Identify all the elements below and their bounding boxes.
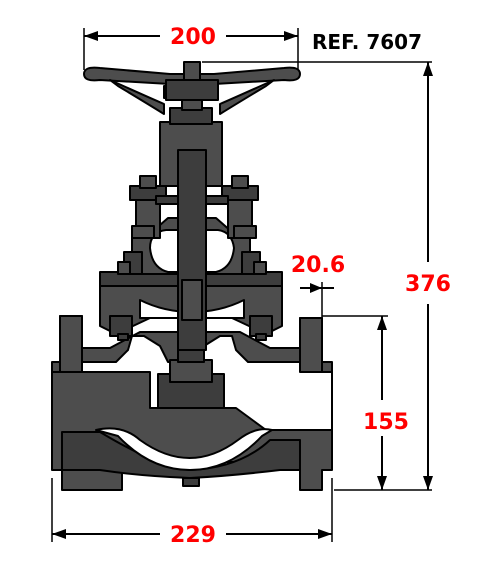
dimension-flange-thickness-label: 20.6 [291, 253, 345, 278]
dimension-overall-height-label: 376 [405, 272, 451, 297]
handwheel [83, 61, 301, 115]
dimension-face-to-face-label: 229 [170, 523, 216, 548]
dimension-face-to-face: 229 [51, 478, 333, 548]
dimension-center-height-label: 155 [363, 410, 409, 435]
dimension-handwheel: 200 [83, 25, 299, 70]
left-flange [59, 315, 83, 373]
dimension-handwheel-label: 200 [170, 25, 216, 50]
stem [159, 85, 223, 351]
reference-label: REF. 7607 [312, 30, 422, 54]
dimension-flange-thickness: 20.6 [291, 253, 345, 318]
dimension-center-height: 155 [322, 315, 409, 490]
right-flange [299, 317, 323, 373]
dimension-overall-height: 376 [202, 61, 451, 491]
valve-body [51, 315, 333, 491]
